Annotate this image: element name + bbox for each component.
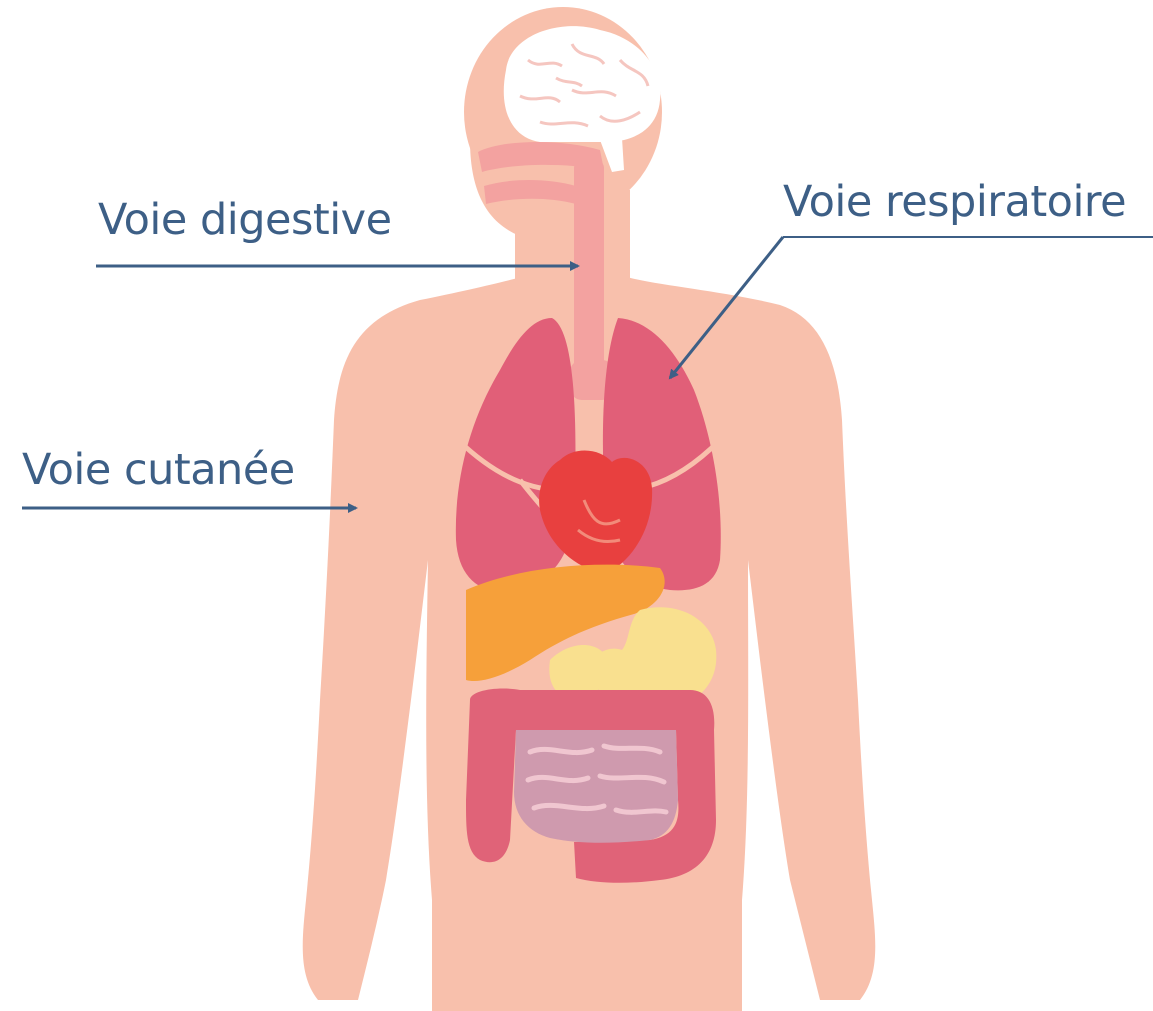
route-label-respiratory: Voie respiratoire [783,181,1126,224]
small-intestine [514,730,678,843]
route-label-digestive: Voie digestive [98,199,392,242]
route-label-skin: Voie cutanée [22,449,295,492]
